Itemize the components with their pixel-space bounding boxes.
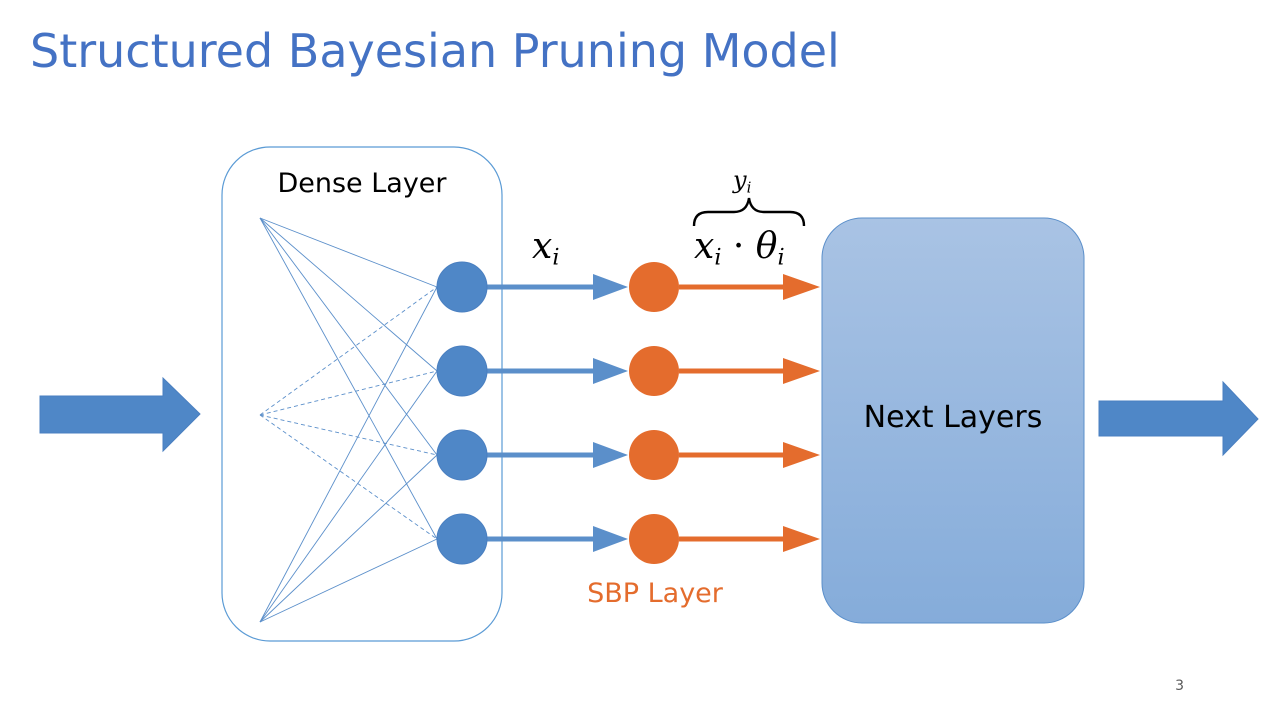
x-subscript: i bbox=[552, 244, 560, 271]
blue-arrowhead bbox=[593, 442, 628, 468]
x-theta-formula: xi · θi bbox=[694, 226, 785, 271]
sbp-neuron bbox=[629, 262, 679, 312]
connection-line bbox=[259, 414, 438, 456]
dense-neuron bbox=[436, 345, 488, 397]
connection-line bbox=[259, 370, 438, 416]
y-i-formula: yi bbox=[733, 166, 751, 196]
sbp-neuron bbox=[629, 346, 679, 396]
blue-arrowhead bbox=[593, 358, 628, 384]
theta-subscript: i bbox=[777, 244, 785, 271]
x-symbol-2: x bbox=[694, 226, 715, 267]
output-arrow bbox=[1098, 380, 1259, 457]
dot-operator: · bbox=[721, 226, 756, 267]
neurons bbox=[436, 261, 679, 565]
dense-layer-label: Dense Layer bbox=[277, 168, 447, 199]
next-layers-label: Next Layers bbox=[863, 400, 1043, 435]
connection-line bbox=[259, 286, 438, 623]
connection-line bbox=[259, 217, 438, 288]
page-number: 3 bbox=[1175, 678, 1184, 694]
orange-arrowhead bbox=[783, 442, 820, 468]
y-symbol: y bbox=[733, 166, 747, 194]
sbp-neuron bbox=[629, 514, 679, 564]
sbp-layer-label: SBP Layer bbox=[587, 578, 723, 609]
orange-arrowhead bbox=[783, 358, 820, 384]
connection-line bbox=[259, 454, 438, 623]
x-subscript-2: i bbox=[714, 244, 722, 271]
input-arrow bbox=[39, 376, 201, 453]
connection-line bbox=[259, 217, 438, 456]
x-i-formula: xi bbox=[532, 226, 559, 271]
signal-flows bbox=[487, 274, 820, 552]
dense-neuron bbox=[436, 429, 488, 481]
connection-line bbox=[259, 217, 438, 372]
y-subscript: i bbox=[746, 178, 752, 197]
dense-neuron bbox=[436, 513, 488, 565]
connection-line bbox=[259, 414, 438, 540]
orange-arrowhead bbox=[783, 526, 820, 552]
x-symbol: x bbox=[532, 226, 553, 267]
connection-line bbox=[259, 370, 438, 623]
next-layers-box bbox=[821, 217, 1085, 624]
connection-line bbox=[259, 217, 438, 540]
dense-neuron bbox=[436, 261, 488, 313]
dense-connections bbox=[259, 217, 438, 623]
blue-arrowhead bbox=[593, 274, 628, 300]
blue-arrowhead bbox=[593, 526, 628, 552]
sbp-neuron bbox=[629, 430, 679, 480]
connection-line bbox=[259, 286, 438, 416]
connection-line bbox=[259, 538, 438, 623]
orange-arrowhead bbox=[783, 274, 820, 300]
underbrace-brace bbox=[692, 197, 806, 227]
slide-title: Structured Bayesian Pruning Model bbox=[30, 24, 840, 78]
dense-layer-box bbox=[221, 146, 503, 642]
theta-symbol: θ bbox=[755, 226, 778, 267]
